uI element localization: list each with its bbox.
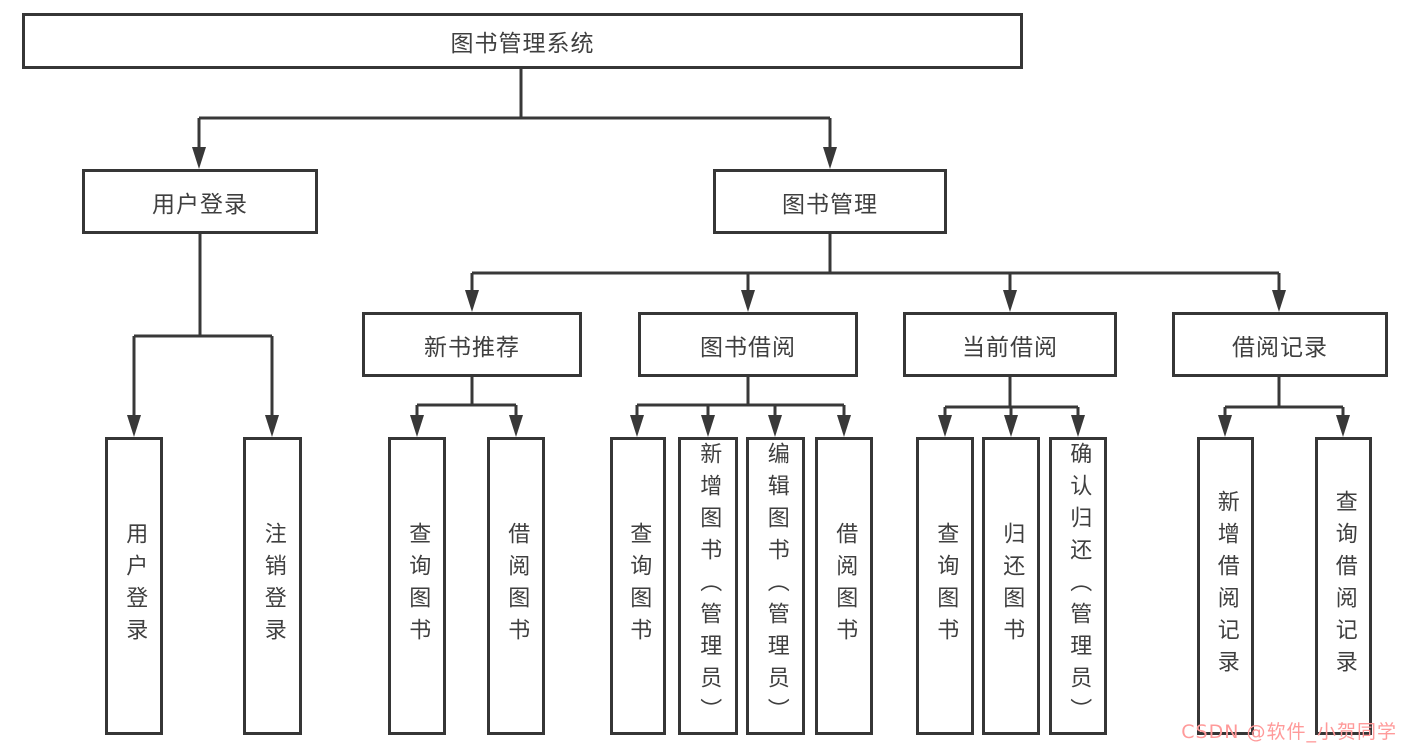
node-new-book-recommendation: 新书推荐 [362,312,582,377]
node-borrowing-records: 借阅记录 [1172,312,1388,377]
node-label: 图书管理系统 [450,31,595,57]
node-label: 用户登录 [122,522,148,650]
leaf-node-search-books-3: 查询图书 [916,437,974,735]
node-label: 借阅图书 [504,522,530,650]
node-label: 当前借阅 [962,334,1058,361]
node-label: 新增图书（管理员） [696,442,722,730]
node-label: 借阅图书 [832,522,858,650]
node-label: 归还图书 [999,522,1025,650]
leaf-node-search-books-1: 查询图书 [388,437,446,735]
csdn-watermark: CSDN @软件_小贺同学 [1181,721,1397,743]
node-user-login: 用户登录 [82,169,318,234]
leaf-node-logout-login: 注销登录 [243,437,302,735]
leaf-node-add-borrow-record: 新增借阅记录 [1197,437,1254,735]
leaf-node-user-login: 用户登录 [105,437,163,735]
node-label: 注销登录 [260,522,286,650]
node-label: 图书管理 [782,191,878,218]
arrowhead-icons [127,147,1350,437]
node-label: 编辑图书（管理员） [763,442,789,730]
node-current-borrowing: 当前借阅 [903,312,1117,377]
node-library-management-system: 图书管理系统 [22,13,1023,69]
leaf-node-search-borrow-record: 查询借阅记录 [1315,437,1372,735]
node-label: 新书推荐 [424,334,520,361]
node-book-management: 图书管理 [713,169,947,234]
leaf-node-add-books-admin: 新增图书（管理员） [678,437,738,735]
node-book-borrowing: 图书借阅 [638,312,858,377]
node-label: 借阅记录 [1232,334,1328,361]
node-label: 用户登录 [152,191,248,218]
leaf-node-borrow-books-2: 借阅图书 [815,437,873,735]
node-label: 新增借阅记录 [1213,490,1239,682]
node-label: 查询图书 [405,522,431,650]
node-label: 查询图书 [626,522,652,650]
node-label: 图书借阅 [700,334,796,361]
node-label: 查询借阅记录 [1331,490,1357,682]
leaf-node-confirm-return-admin: 确认归还（管理员） [1049,437,1107,735]
node-label: 确认归还（管理员） [1066,442,1092,730]
leaf-node-search-books-2: 查询图书 [610,437,666,735]
node-label: 查询图书 [933,522,959,650]
leaf-node-return-books: 归还图书 [982,437,1040,735]
leaf-node-borrow-books-1: 借阅图书 [487,437,545,735]
leaf-node-edit-books-admin: 编辑图书（管理员） [746,437,805,735]
